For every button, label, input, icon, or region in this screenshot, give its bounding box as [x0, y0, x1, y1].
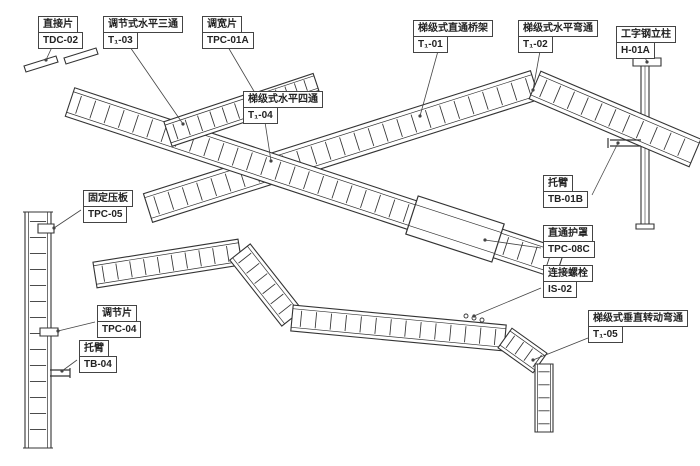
part-code: TDC-02: [38, 32, 84, 49]
callout-tpc-01a: 调宽片 TPC-01A: [202, 16, 254, 49]
part-code: T₁-03: [103, 32, 138, 49]
callout-tpc-05: 固定压板 TPC-05: [83, 190, 133, 223]
callout-tdc-02: 直接片 TDC-02: [38, 16, 84, 49]
part-code: T₁-05: [588, 326, 623, 343]
part-name: 托臂: [543, 175, 573, 192]
part-name: 固定压板: [83, 190, 133, 207]
part-name: 梯级式水平弯通: [518, 20, 598, 37]
callout-t1-04: 梯级式水平四通 T₁-04: [243, 91, 323, 124]
part-code: TPC-01A: [202, 32, 254, 49]
part-name: 托臂: [79, 340, 109, 357]
part-name: 梯级式垂直转动弯通: [588, 310, 688, 327]
part-code: TPC-08C: [543, 241, 595, 258]
callout-t1-01: 梯级式直通桥架 T₁-01: [413, 20, 493, 53]
callout-t1-03: 调节式水平三通 T₁-03: [103, 16, 183, 49]
part-code: TPC-04: [97, 321, 142, 338]
part-code: H-01A: [616, 42, 655, 59]
callout-tb-04: 托臂 TB-04: [79, 340, 117, 373]
part-name: 梯级式直通桥架: [413, 20, 493, 37]
part-code: TB-04: [79, 356, 117, 373]
part-code: IS-02: [543, 281, 577, 298]
callout-t1-05: 梯级式垂直转动弯通 T₁-05: [588, 310, 688, 343]
callout-h-01a: 工字钢立柱 H-01A: [616, 26, 676, 59]
callout-is-02: 连接螺栓 IS-02: [543, 265, 593, 298]
callout-tb-01b: 托臂 TB-01B: [543, 175, 589, 208]
part-code: T₁-04: [243, 107, 278, 124]
part-name: 梯级式水平四通: [243, 91, 323, 108]
part-name: 调节式水平三通: [103, 16, 183, 33]
part-name: 连接螺栓: [543, 265, 593, 282]
part-name: 调宽片: [202, 16, 242, 33]
callout-t1-02: 梯级式水平弯通 T₁-02: [518, 20, 598, 53]
callout-tpc-08c: 直通护罩 TPC-08C: [543, 225, 595, 258]
part-code: T₁-01: [413, 36, 448, 53]
callout-tpc-04: 调节片 TPC-04: [97, 305, 142, 338]
part-name: 直接片: [38, 16, 78, 33]
part-name: 直通护罩: [543, 225, 593, 242]
part-code: TB-01B: [543, 191, 589, 208]
part-code: TPC-05: [83, 206, 128, 223]
part-name: 工字钢立柱: [616, 26, 676, 43]
part-name: 调节片: [97, 305, 137, 322]
part-code: T₁-02: [518, 36, 553, 53]
